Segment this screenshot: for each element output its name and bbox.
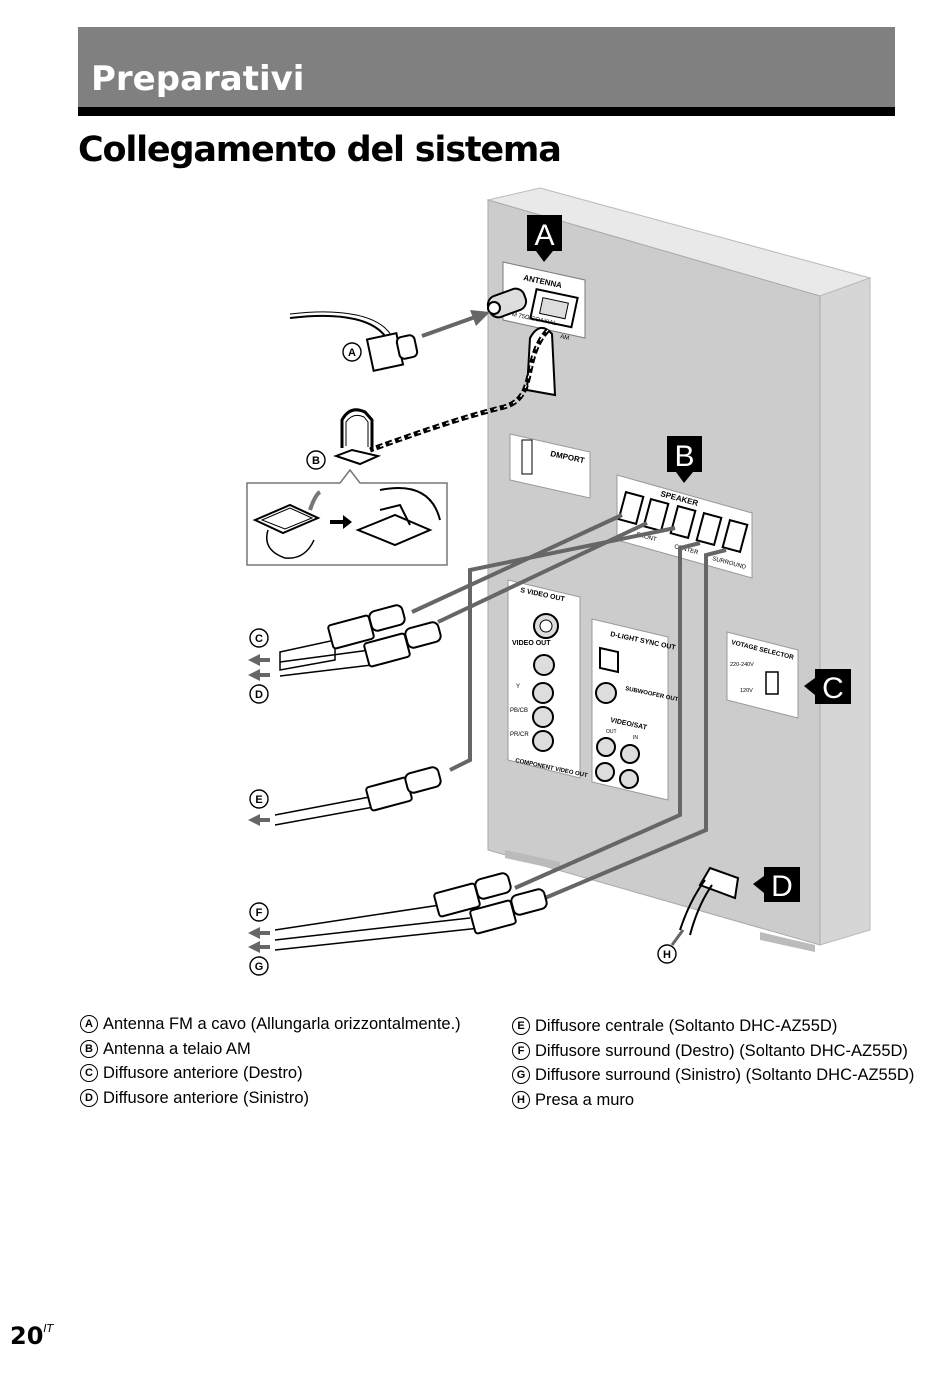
am-loop-antenna [333,408,382,466]
in-label: IN [633,735,638,741]
connection-diagram: ANTENNA FM 75Ω COAXIAL AM A B [246,187,872,976]
video-out-label: VIDEO OUT [512,640,551,647]
svg-text:D: D [771,870,793,903]
marker-b-icon: B [80,1039,98,1058]
callout-B: B [667,436,702,483]
marker-G: G [255,961,264,973]
marker-D: D [255,689,263,701]
finger-shape [525,327,557,397]
dlight-panel: D-LIGHT SYNC OUT SUBWOOFER OUT VIDEO/SAT… [591,618,679,801]
marker-C: C [255,633,263,645]
fm-antenna-plug [486,287,528,319]
pb-label: PB/CB [510,708,528,714]
fm-antenna-connector [365,332,419,372]
antenna-panel: ANTENNA FM 75Ω COAXIAL AM [502,261,586,342]
am-label: AM [560,334,570,342]
svg-text:A: A [534,219,554,252]
svg-text:C: C [822,672,844,705]
marker-h-icon: H [512,1091,530,1110]
section-title: Preparativi [91,59,305,99]
marker-c-icon: C [80,1064,98,1083]
dmport-panel: DMPORT [509,433,591,499]
marker-g-icon: G [512,1066,530,1085]
marker-f-icon: F [512,1041,530,1060]
callout-C: C [804,669,851,705]
v220-label: 220-240V [730,662,754,668]
marker-A: A [348,347,356,359]
insert-arrow [421,314,479,338]
y-label: Y [516,684,520,690]
am-twisted-wire [369,328,550,453]
page-title: Collegamento del sistema [78,130,562,170]
marker-a-icon: A [80,1015,98,1034]
voltage-selector-panel: VOTAGE SELECTOR 220-240V 120V [726,631,799,719]
marker-B: B [312,455,320,467]
surround-speaker-plugs [274,872,548,951]
out-label: OUT [606,729,617,735]
marker-d-icon: D [80,1089,98,1108]
arrows-cd [248,654,270,681]
section-header-bar: Preparativi [78,27,895,116]
power-cord [670,866,740,946]
am-assembly-inset [246,468,448,566]
pr-label: PR/CR [510,732,529,738]
page-lang: IT [43,1322,54,1335]
front-speaker-plugs [279,604,442,677]
page-number: 20IT [10,1322,54,1350]
marker-e-icon: E [512,1017,530,1036]
marker-F: F [256,907,263,919]
callout-A: A [527,215,562,262]
v120-label: 120V [740,688,753,694]
callout-D: D [753,867,800,903]
front-label: FRONT [635,532,657,543]
svg-text:B: B [674,440,694,473]
marker-E: E [255,794,262,806]
video-output-panel: S VIDEO OUT VIDEO OUT Y PB/CB PR/CR COMP… [507,579,588,779]
center-speaker-plug [274,766,442,826]
speaker-cables [411,513,727,900]
marker-H: H [663,949,671,961]
